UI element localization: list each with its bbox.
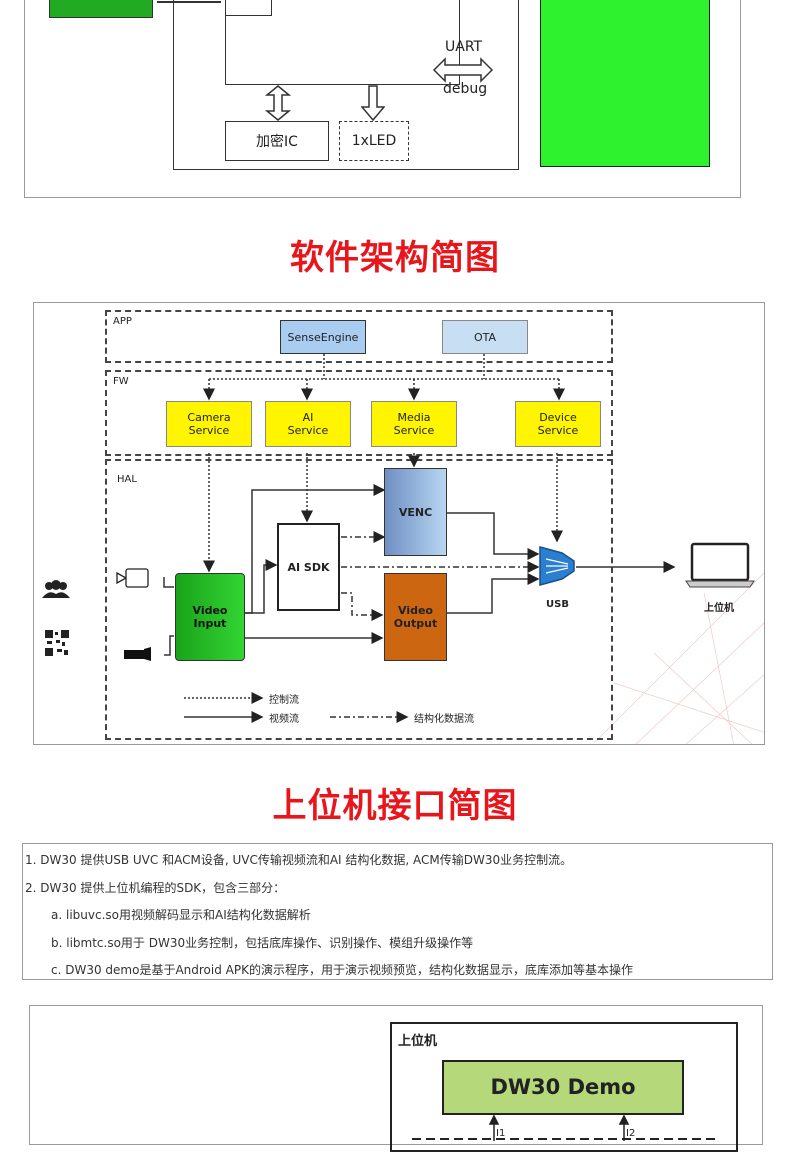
hal-zone-label: HAL (117, 474, 137, 485)
device-service-label: Device Service (537, 411, 579, 437)
note-line-5: c. DW30 demo是基于Android APK的演示程序，用于演示视频预览… (51, 963, 633, 977)
laptop-icon (685, 542, 755, 588)
senseengine-box: SenseEngine (280, 320, 366, 354)
video-output-label: Video Output (393, 604, 438, 630)
crypto-ic-box: 加密IC (225, 121, 329, 161)
double-arrow-icon (157, 1, 221, 3)
media-service-label: Media Service (393, 411, 435, 437)
uart-label: UART (445, 39, 483, 55)
app-zone-label: APP (113, 316, 132, 327)
ota-box: OTA (442, 320, 528, 354)
green-board-image (540, 0, 710, 167)
ai-service-box: AI Service (265, 401, 351, 447)
interface-notes-box: 1. DW30 提供USB UVC 和ACM设备, UVC传输视频流和AI 结构… (22, 843, 773, 980)
main-chip-box (225, 0, 460, 85)
video-output-box: Video Output (384, 573, 447, 661)
software-arch-panel: APP FW HAL (33, 302, 765, 745)
host-diagram-panel: 上位机 DW30 Demo I1 I2 (29, 1005, 763, 1152)
usb-label: USB (546, 599, 569, 610)
software-arch-title: 软件架构简图 (290, 238, 500, 278)
qr-code-icon (44, 629, 70, 657)
fw-zone: FW (105, 370, 613, 456)
dw30-demo-label: DW30 Demo (490, 1075, 636, 1099)
crypto-ic-label: 加密IC (256, 134, 298, 150)
camera-solid-icon (124, 647, 151, 661)
venc-box: VENC (384, 468, 447, 556)
camera-service-label: Camera Service (187, 411, 231, 437)
camera-outline-icon (116, 568, 149, 588)
app-zone: APP (105, 310, 613, 363)
legend-control-label: 控制流 (269, 695, 299, 706)
host-interface-title: 上位机接口简图 (272, 786, 518, 826)
venc-label: VENC (398, 505, 433, 519)
ai-service-label: AI Service (287, 411, 329, 437)
board-outline (173, 0, 519, 170)
arch-connections (163, 354, 676, 723)
hardware-diagram-panel: 加密IC 1xLED UART debug (24, 0, 741, 198)
down-arrow-icon (361, 85, 385, 121)
fw-zone-label: FW (113, 376, 129, 387)
people-icon (42, 580, 70, 598)
usb-connector-icon (539, 546, 575, 586)
debug-label: debug (443, 81, 488, 97)
device-service-box: Device Service (515, 401, 601, 447)
decorative-network-pattern (594, 572, 764, 744)
led-box: 1xLED (339, 121, 409, 161)
camera-service-box: Camera Service (166, 401, 252, 447)
green-module-block (49, 0, 153, 18)
ota-label: OTA (473, 330, 497, 344)
video-input-box: Video Input (175, 573, 245, 661)
updown-arrow-icon (265, 85, 291, 121)
note-line-3: a. libuvc.so用视频解码显示和AI结构化数据解析 (51, 908, 311, 922)
media-service-box: Media Service (371, 401, 457, 447)
legend-video-label: 视频流 (269, 714, 299, 725)
note-line-2: 2. DW30 提供上位机编程的SDK，包含三部分： (25, 881, 286, 895)
note-line-4: b. libmtc.so用于 DW30业务控制，包括底库操作、识别操作、模组升级… (51, 936, 474, 950)
host-box-label: 上位机 (398, 1034, 438, 1049)
ai-sdk-box: AI SDK (277, 523, 340, 611)
bottom-connections (412, 1115, 718, 1141)
dw30-demo-box: DW30 Demo (442, 1060, 684, 1115)
legend-struct-label: 结构化数据流 (414, 714, 474, 725)
senseengine-label: SenseEngine (287, 330, 359, 344)
interface-i2-label: I2 (626, 1128, 636, 1139)
ai-sdk-label: AI SDK (287, 560, 330, 574)
host-label: 上位机 (704, 603, 734, 614)
uart-double-arrow-icon (433, 57, 493, 83)
led-label: 1xLED (351, 133, 397, 149)
interface-i1-label: I1 (496, 1128, 506, 1139)
hal-zone: HAL (105, 459, 613, 740)
video-input-label: Video Input (192, 604, 228, 630)
note-line-1: 1. DW30 提供USB UVC 和ACM设备, UVC传输视频流和AI 结构… (25, 853, 573, 867)
